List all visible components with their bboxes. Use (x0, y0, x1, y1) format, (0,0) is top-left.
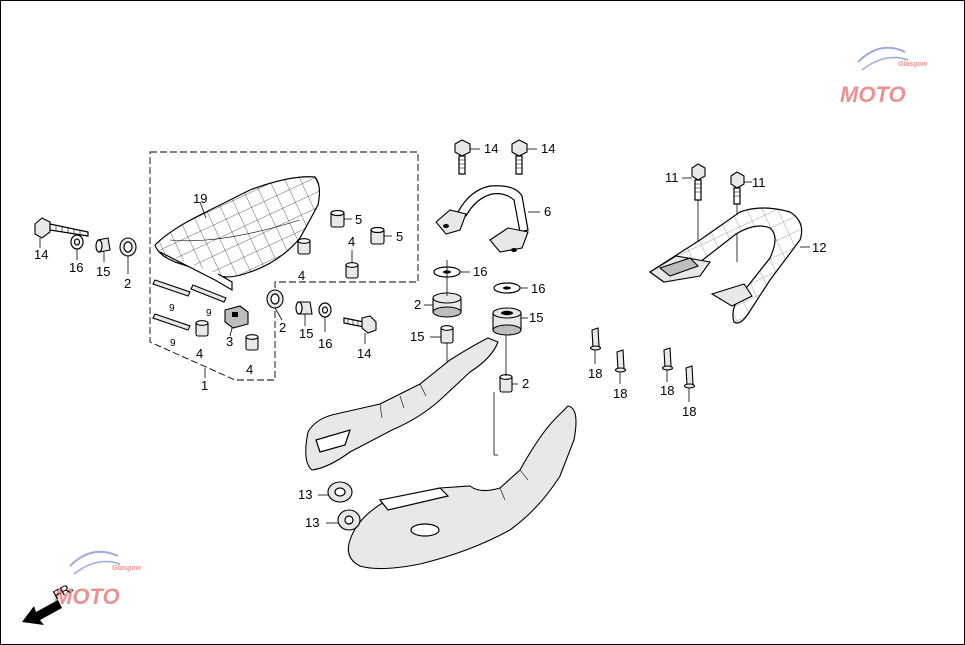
rear-carrier-12 (648, 207, 803, 324)
strip-9c (152, 313, 191, 331)
bolt-14-left (34, 217, 89, 239)
label-16-center-a: 16 (473, 264, 487, 279)
washer-16-mid (318, 302, 332, 318)
label-6: 6 (544, 204, 551, 219)
rubber-mount-15-right (492, 307, 522, 336)
label-4d: 4 (246, 362, 253, 377)
label-18-c: 18 (660, 383, 674, 398)
collar-15-mid (295, 301, 313, 315)
washer-16-left (70, 234, 84, 250)
grommet-2-mid (266, 289, 284, 309)
label-18-d: 18 (682, 404, 696, 419)
label-14-left: 14 (34, 247, 48, 262)
bushing-4c (195, 320, 209, 337)
bolt-18-c (661, 347, 674, 371)
watermark-subtext-bottom: Glasgow (112, 565, 142, 572)
watermark-logo-top: MOTO Glasgow (840, 46, 928, 107)
bushing-5a (330, 209, 345, 228)
bolt-18-b (614, 349, 627, 373)
bushing-4a (297, 238, 311, 255)
label-15-right: 15 (529, 310, 543, 325)
label-9c: 9 (170, 338, 176, 349)
label-15-center: 15 (410, 329, 424, 344)
side-cover-right (347, 405, 577, 570)
bolt-14-mid (343, 315, 377, 334)
bolt-11-b (730, 171, 745, 205)
label-14-top-a: 14 (484, 141, 498, 156)
watermark-text-top: MOTO (840, 82, 906, 107)
label-16-left: 16 (69, 260, 83, 275)
bolt-14-top-a (454, 139, 471, 175)
bolt-18-a (589, 327, 602, 351)
bushing-4d (245, 334, 259, 351)
bushing-5b (370, 226, 385, 245)
label-2-right: 2 (522, 376, 529, 391)
label-12: 12 (812, 240, 826, 255)
label-15-left: 15 (96, 264, 110, 279)
watermark-text-bottom: MOTO (54, 584, 120, 609)
label-13-a: 13 (298, 487, 312, 502)
collar-15-center (440, 325, 454, 344)
label-13-b: 13 (305, 515, 319, 530)
latch-3 (224, 305, 249, 329)
label-15-mid: 15 (299, 326, 313, 341)
watermark-subtext-top: Glasgow (898, 61, 928, 68)
label-11-b: 11 (752, 175, 766, 190)
watermark-logo-bottom: MOTO Glasgow (54, 550, 142, 609)
label-18-b: 18 (613, 386, 627, 401)
grommet-2-left (119, 237, 137, 257)
label-4a: 4 (348, 234, 355, 249)
strip-9a (152, 279, 191, 297)
label-9b: 9 (206, 308, 212, 319)
bushing-4b (345, 262, 359, 279)
grab-handle-6 (435, 185, 529, 253)
seat-assembly-outline (149, 151, 419, 381)
bolt-11-a (691, 163, 706, 201)
label-11-a: 11 (665, 170, 679, 185)
label-2-mid: 2 (279, 320, 286, 335)
label-16-center-b: 16 (531, 281, 545, 296)
collar-15-left (95, 237, 111, 253)
bolt-14-top-b (511, 139, 528, 175)
label-5a: 5 (355, 212, 362, 227)
part-labels: 19 5 5 4 4 9 9 9 4 3 4 1 14 16 15 2 2 15… (34, 141, 826, 530)
label-16-mid: 16 (318, 336, 332, 351)
strip-9b (190, 284, 227, 303)
washer-16-center-b (493, 282, 521, 294)
label-2-left: 2 (124, 276, 131, 291)
label-4c: 4 (196, 346, 203, 361)
label-14-top-b: 14 (541, 141, 555, 156)
label-14-mid: 14 (357, 346, 371, 361)
label-1: 1 (201, 378, 208, 393)
side-cover-left (305, 337, 499, 471)
grommet-13-b (337, 509, 361, 531)
label-4b: 4 (298, 268, 305, 283)
rubber-mount-2-center (432, 292, 462, 318)
front-arrow-icon (22, 600, 62, 625)
bolt-18-d (683, 365, 696, 389)
label-5b: 5 (396, 229, 403, 244)
label-18-a: 18 (588, 366, 602, 381)
grommet-13-a (327, 481, 353, 503)
collar-2-right (499, 374, 513, 393)
label-2-center: 2 (414, 297, 421, 312)
label-9a: 9 (169, 303, 175, 314)
label-3: 3 (226, 334, 233, 349)
seat-part (154, 176, 321, 292)
label-19: 19 (193, 191, 207, 206)
